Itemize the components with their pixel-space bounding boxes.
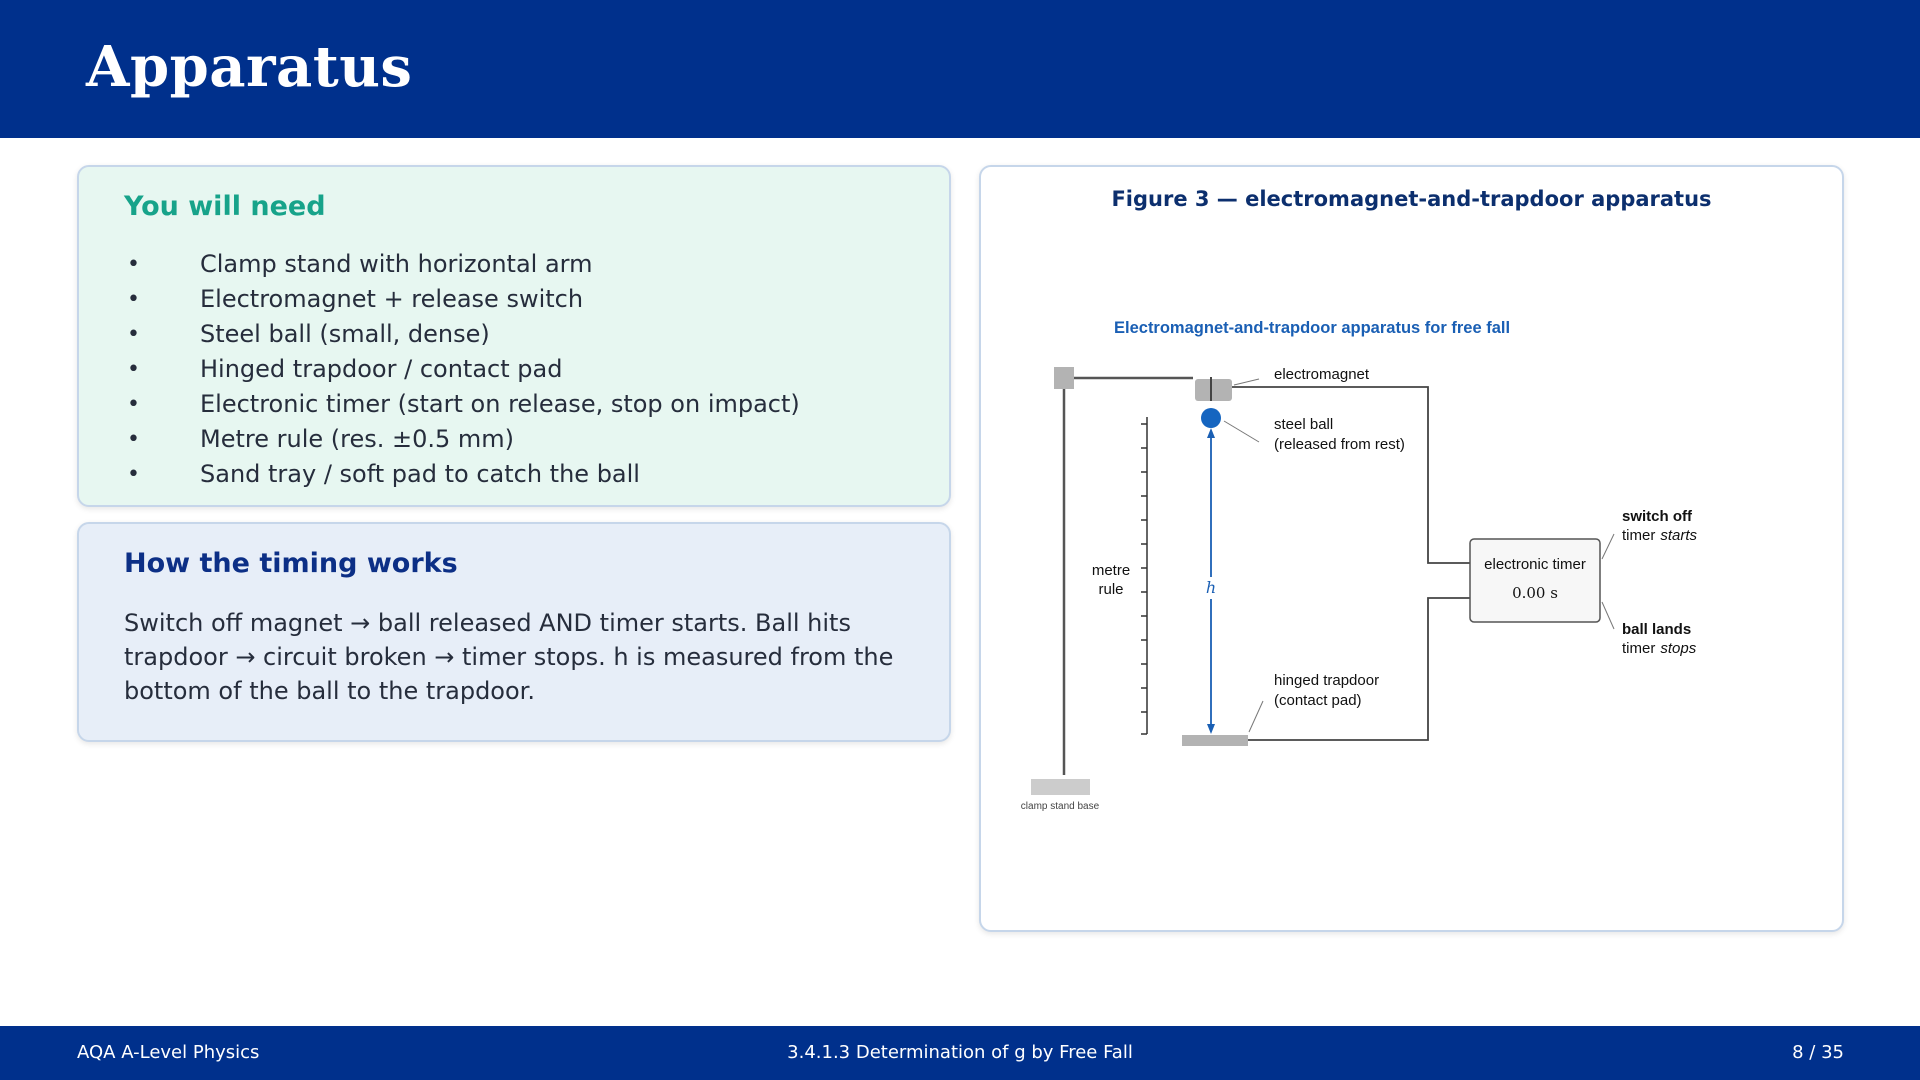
clamp-boss <box>1054 367 1074 389</box>
timer-word: timer <box>1622 640 1655 657</box>
list-item-text: Sand tray / soft pad to catch the ball <box>200 460 640 488</box>
footer-section: 3.4.1.3 Determination of g by Free Fall <box>787 1042 1133 1063</box>
electromagnet-body <box>1195 379 1232 401</box>
list-item: • Steel ball (small, dense) <box>124 317 800 352</box>
diagram-title: Electromagnet-and-trapdoor apparatus for… <box>1114 319 1510 337</box>
timer-box <box>1469 538 1601 623</box>
timer-label: electronic timer <box>1484 556 1586 573</box>
electronic-timer: electronic timer 0.00 s <box>1469 538 1601 623</box>
list-item: • Hinged trapdoor / contact pad <box>124 352 800 387</box>
title-bar: Apparatus <box>0 0 1920 138</box>
metre-rule <box>1141 417 1148 735</box>
timer-starts-label: timer starts <box>1622 527 1698 544</box>
switch-off-label: switch off <box>1622 508 1693 525</box>
figure-card: Figure 3 — electromagnet-and-trapdoor ap… <box>979 165 1844 932</box>
stops-word: stops <box>1660 640 1696 657</box>
arrow-down-icon <box>1207 724 1215 734</box>
starts-word: starts <box>1660 527 1697 544</box>
trapdoor-label: hinged trapdoor <box>1274 672 1379 689</box>
list-item-text: Steel ball (small, dense) <box>200 320 490 348</box>
list-item: • Clamp stand with horizontal arm <box>124 247 800 282</box>
footer-bar: AQA A-Level Physics 3.4.1.3 Determinatio… <box>0 1026 1920 1080</box>
leader-line <box>1233 378 1260 386</box>
arrow-up-icon <box>1207 428 1215 438</box>
trapdoor-label: (contact pad) <box>1274 692 1362 709</box>
leader-line <box>1223 420 1260 443</box>
list-item-text: Electronic timer (start on release, stop… <box>200 390 800 418</box>
timer-stops-label: timer stops <box>1622 640 1697 657</box>
bullet-icon: • <box>127 392 140 417</box>
timing-card: How the timing works Switch off magnet →… <box>77 522 951 742</box>
list-item-text: Hinged trapdoor / contact pad <box>200 355 563 383</box>
bullet-icon: • <box>127 322 140 347</box>
figure-caption: Figure 3 — electromagnet-and-trapdoor ap… <box>1111 187 1712 211</box>
timing-card-title: How the timing works <box>124 548 458 579</box>
base-label: clamp stand base <box>1021 801 1100 812</box>
steel-ball <box>1201 408 1221 428</box>
timer-word: timer <box>1622 527 1655 544</box>
list-item: • Electromagnet + release switch <box>124 282 800 317</box>
steel-ball-label: steel ball <box>1274 416 1333 433</box>
metre-rule-label: metre <box>1092 562 1130 579</box>
list-item: • Metre rule (res. ±0.5 mm) <box>124 422 800 457</box>
equipment-card: You will need • Clamp stand with horizont… <box>77 165 951 507</box>
leader-line <box>1601 533 1615 560</box>
leader-line <box>1601 601 1615 630</box>
circuit-wires <box>1232 386 1470 741</box>
bullet-icon: • <box>127 252 140 277</box>
electromagnet <box>1195 377 1232 401</box>
timer-reading: 0.00 s <box>1512 584 1558 602</box>
metre-rule-label: rule <box>1098 581 1123 598</box>
electromagnet-label: electromagnet <box>1274 366 1370 383</box>
list-item: • Electronic timer (start on release, sto… <box>124 387 800 422</box>
list-item-text: Metre rule (res. ±0.5 mm) <box>200 425 515 453</box>
wire-bottom <box>1248 597 1470 741</box>
list-item: • Sand tray / soft pad to catch the ball <box>124 457 800 492</box>
bullet-icon: • <box>127 287 140 312</box>
list-item-text: Clamp stand with horizontal arm <box>200 250 593 278</box>
ball-lands-label: ball lands <box>1622 621 1691 638</box>
page-title: Apparatus <box>86 34 413 100</box>
leader-line <box>1248 700 1264 733</box>
wire-top <box>1232 386 1470 564</box>
leader-lines <box>1223 378 1615 733</box>
apparatus-diagram: Electromagnet-and-trapdoor apparatus for… <box>1021 319 1698 812</box>
height-label-bg <box>1201 577 1221 599</box>
stand-base <box>1031 779 1090 795</box>
clamp-stand <box>1031 367 1193 795</box>
bullet-icon: • <box>127 462 140 487</box>
height-label: h <box>1206 578 1216 597</box>
footer-page-number: 8 / 35 <box>1792 1042 1844 1063</box>
steel-ball-label: (released from rest) <box>1274 436 1405 453</box>
timing-explanation: Switch off magnet → ball released AND ti… <box>124 609 894 705</box>
bullet-icon: • <box>127 357 140 382</box>
trapdoor <box>1182 735 1248 746</box>
equipment-card-title: You will need <box>124 191 326 222</box>
footer-course: AQA A-Level Physics <box>77 1042 260 1063</box>
list-item-text: Electromagnet + release switch <box>200 285 584 313</box>
equipment-list: • Clamp stand with horizontal arm • Electr… <box>124 247 800 492</box>
bullet-icon: • <box>127 427 140 452</box>
